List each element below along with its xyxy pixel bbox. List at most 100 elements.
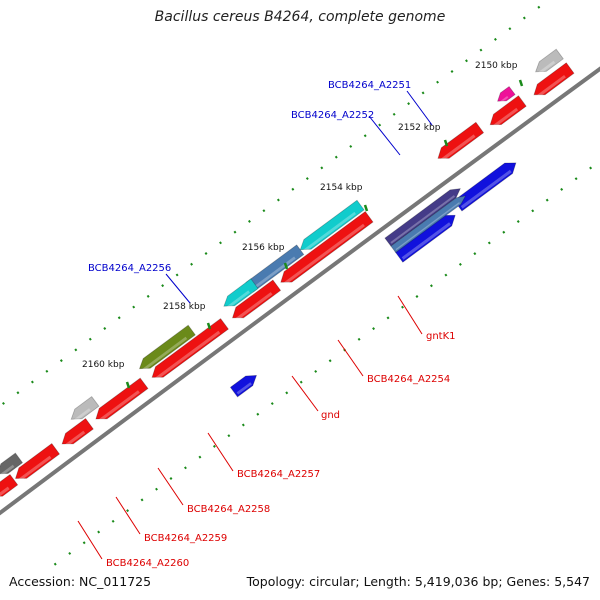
tick-dot — [436, 80, 440, 84]
tick-dot — [487, 241, 491, 245]
feature-forward-blue-shine — [401, 222, 451, 260]
tick-dot — [169, 477, 173, 480]
label-leader-lines — [77, 90, 433, 560]
tick-dot — [190, 262, 194, 266]
feature-red — [151, 318, 229, 378]
tick-dot — [2, 401, 5, 405]
tick-dot — [334, 155, 338, 159]
feature-red — [437, 121, 485, 159]
kbp-tick-label: 2156 kbp — [242, 243, 285, 253]
tick-dot — [502, 230, 506, 234]
tick-dot — [30, 380, 34, 384]
tick-dot — [574, 177, 578, 181]
tick-dot — [247, 219, 251, 223]
tick-dot — [45, 369, 49, 373]
leader-line — [115, 496, 141, 535]
tick-dot — [479, 48, 483, 52]
feature-olive-shine — [142, 336, 188, 372]
tick-dot — [227, 434, 231, 438]
tick-dot — [233, 230, 237, 234]
gene-features — [0, 48, 575, 497]
gene-label-bcb4264_a2257: BCB4264_A2257 — [237, 469, 320, 480]
tick-dot — [198, 455, 202, 459]
feature-forward-steel-shine — [395, 202, 460, 251]
tick-dot — [465, 59, 468, 63]
feature-forward-blue — [229, 374, 258, 398]
tick-dot — [103, 326, 107, 330]
tick-dot — [372, 327, 376, 331]
tick-dot — [429, 284, 433, 288]
tick-dot — [444, 273, 448, 277]
tick-dot — [401, 305, 404, 309]
tick-dot — [146, 294, 150, 298]
genome-backbone — [0, 66, 600, 516]
tick-dot — [270, 402, 274, 406]
feature-red-shine — [98, 390, 140, 422]
feature-red — [61, 417, 94, 445]
tick-dot — [473, 252, 477, 256]
tick-dot — [531, 209, 535, 213]
tick-dot — [314, 369, 318, 373]
tick-dot — [161, 284, 165, 288]
tick-dot — [241, 423, 245, 427]
feature-red — [231, 279, 282, 319]
tick-dot — [363, 134, 367, 138]
tick-dot — [97, 530, 101, 534]
feature-forward-blue-shine — [236, 382, 252, 395]
kbp-tick-mark — [283, 262, 289, 270]
feature-red-shine — [283, 223, 365, 285]
tick-dots — [2, 5, 593, 566]
leader-line — [406, 90, 433, 126]
kbp-tick-mark — [206, 322, 212, 330]
kbp-tick-mark — [443, 139, 449, 147]
tick-dot — [560, 187, 564, 191]
tick-dot — [537, 5, 541, 9]
kbp-tick-label: 2154 kbp — [320, 183, 363, 193]
tick-dot — [415, 294, 419, 298]
gene-label-gnd: gnd — [321, 410, 340, 421]
feature-light-gray-shine — [538, 60, 556, 75]
kbp-tick-mark — [518, 79, 524, 87]
tick-dot — [508, 27, 512, 31]
tick-dot — [212, 444, 216, 448]
tick-dot — [262, 209, 266, 213]
leader-line — [77, 520, 103, 560]
feature-red-shine — [0, 486, 10, 497]
tick-dot — [204, 252, 208, 255]
tick-dot — [516, 220, 520, 224]
kbp-tick-label: 2158 kbp — [163, 302, 206, 312]
tick-dot — [450, 70, 454, 73]
tick-dot — [493, 37, 497, 41]
feature-cyan-shine — [302, 211, 356, 253]
leader-line — [368, 115, 401, 156]
leader-line — [291, 375, 319, 412]
tick-dot — [219, 241, 222, 245]
gene-label-gntk1: gntK1 — [426, 331, 456, 342]
feature-forward-blue — [394, 214, 456, 263]
kbp-tick-mark — [363, 204, 369, 212]
feature-pink-shine — [500, 96, 509, 103]
tick-dot — [291, 187, 295, 191]
feature-light-gray-shine — [73, 408, 91, 422]
feature-red-shine — [492, 107, 519, 128]
leader-line — [397, 295, 423, 335]
gene-label-bcb4264_a2258: BCB4264_A2258 — [187, 504, 270, 515]
feature-red — [280, 210, 374, 283]
tick-dot — [305, 177, 309, 181]
kbp-tick-label: 2150 kbp — [475, 61, 518, 71]
tick-dot — [589, 166, 593, 170]
tick-dot — [357, 337, 361, 341]
gene-label-bcb4264_a2251: BCB4264_A2251 — [328, 80, 411, 91]
gene-label-bcb4264_a2254: BCB4264_A2254 — [367, 374, 450, 385]
feature-steel-shine — [245, 256, 296, 295]
map-title: Bacillus cereus B4264, complete genome — [154, 9, 446, 25]
gene-label-bcb4264_a2252: BCB4264_A2252 — [291, 110, 374, 121]
tick-dot — [68, 551, 72, 555]
tick-dot — [349, 144, 353, 148]
feature-cyan-shine — [226, 290, 250, 309]
feature-forward-slate-shine — [390, 195, 456, 244]
feature-light-gray — [535, 48, 564, 73]
